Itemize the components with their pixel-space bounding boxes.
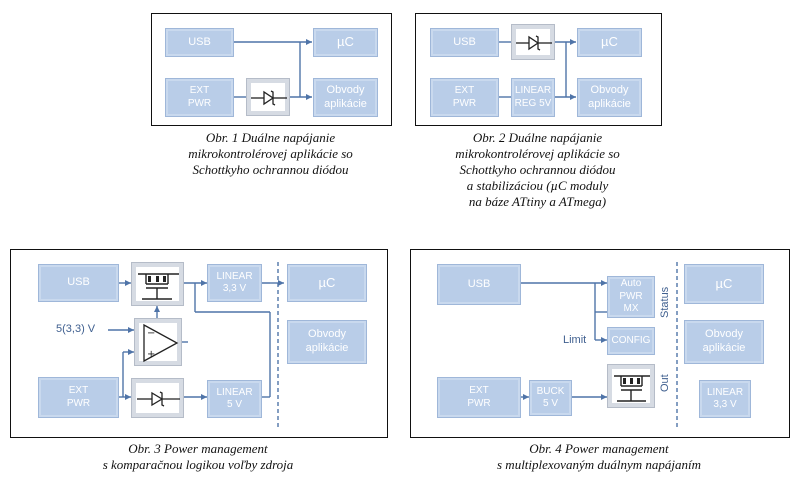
diode-symbol-icon — [137, 391, 180, 407]
fig3-comparator: − + — [134, 318, 182, 366]
fig2-usb-block: USB — [430, 28, 499, 57]
mosfet-symbol-icon — [138, 273, 179, 300]
fig3-ref-voltage-label: 5(3,3) V — [56, 323, 96, 335]
fig3-mcu-block: µC — [287, 264, 367, 302]
fig1-mcu-block: µC — [313, 28, 378, 57]
fig1-usb-block: USB — [165, 28, 234, 57]
figure-4-caption: Obr. 4 Power management s multiplexovaný… — [497, 441, 701, 472]
fig3-usb-block: USB — [38, 264, 119, 302]
fig4-mcu-block: µC — [684, 264, 764, 304]
fig4-mosfet-switch — [607, 364, 655, 408]
fig4-usb-block: USB — [437, 264, 521, 305]
figure-3-caption: Obr. 3 Power management s komparačnou lo… — [102, 441, 294, 472]
svg-text:−: − — [147, 328, 155, 339]
fig2-mcu-block: µC — [577, 28, 642, 57]
svg-text:+: + — [147, 349, 155, 360]
fig3-schottky-diode — [131, 378, 184, 418]
comparator-symbol-icon: − + — [143, 323, 179, 363]
diode-symbol-icon — [516, 35, 552, 51]
figure-2-caption: Obr. 2 Duálne napájanie mikrokontrolérov… — [455, 130, 620, 209]
diode-symbol-icon — [251, 90, 287, 106]
fig2-schottky-diode — [511, 24, 555, 60]
fig4-config-block: CONFIG — [607, 327, 655, 355]
fig3-mosfet-switch — [131, 262, 184, 306]
mosfet-symbol-icon — [614, 375, 650, 402]
fig1-schottky-diode — [246, 78, 290, 116]
fig4-status-label: Status — [659, 286, 671, 318]
fig4-out-label: Out — [659, 374, 671, 392]
figure-1-caption: Obr. 1 Duálne napájanie mikrokontrolérov… — [188, 130, 353, 177]
fig4-limit-label: Limit — [563, 334, 587, 346]
